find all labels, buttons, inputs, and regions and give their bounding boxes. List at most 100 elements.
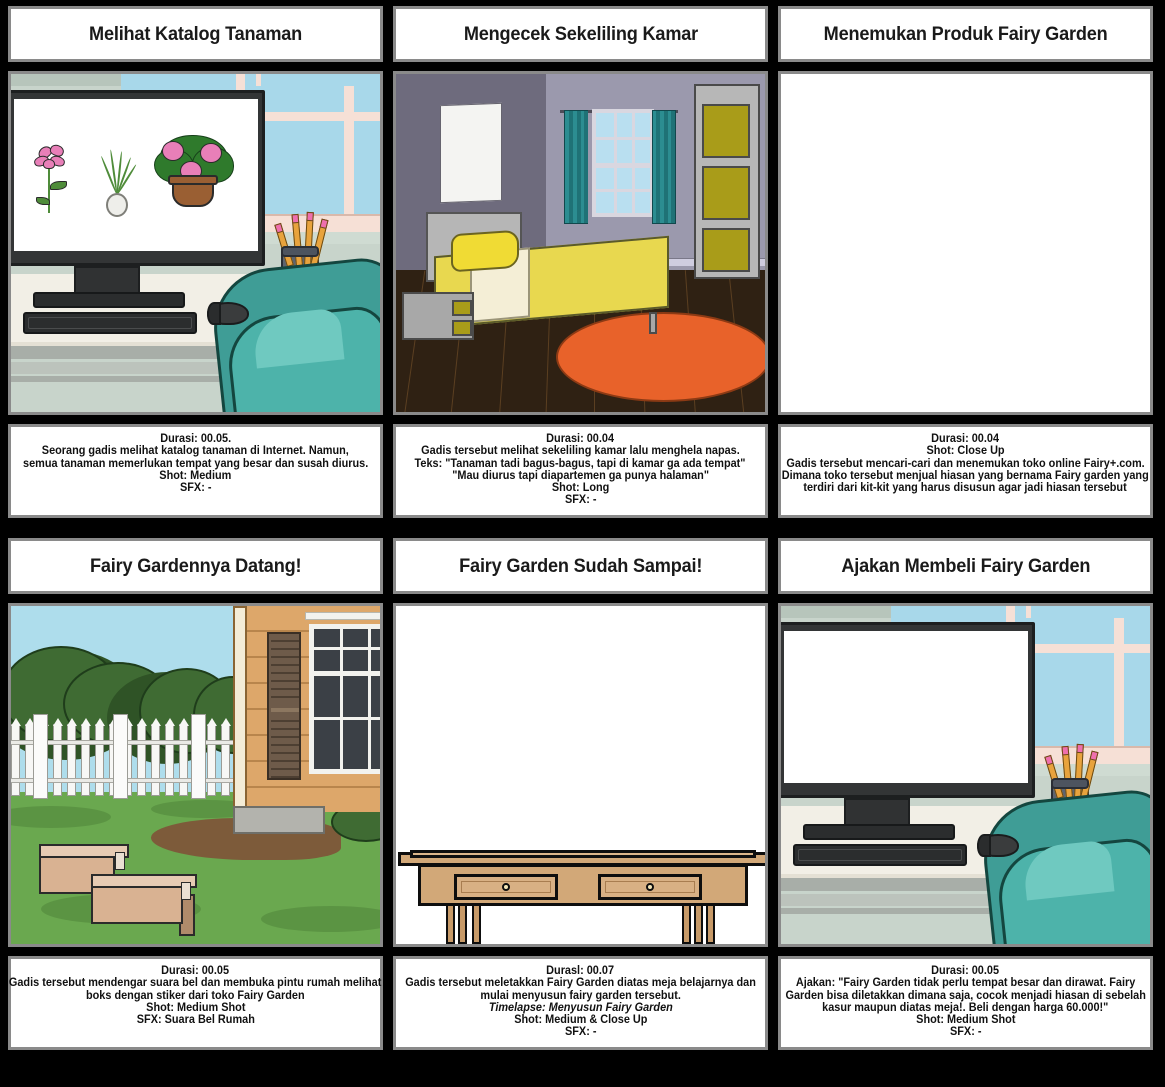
panel-title: Fairy Garden Sudah Sampai! (458, 554, 703, 577)
window-lintel (305, 612, 380, 620)
picket-fence (11, 714, 251, 799)
caption-line: Shot: Medium (159, 468, 232, 482)
caption-line: Garden bisa diletakkan dimana saja, coco… (785, 988, 1146, 1002)
window-bar-icon (632, 113, 635, 213)
storyboard-panel-6[interactable]: Ajakan Membeli Fairy Garden (778, 538, 1153, 1050)
caption-line: Shot: Medium Shot (145, 1000, 246, 1014)
plant-bulb-grass-icon (96, 135, 138, 217)
panel-caption: Durasi: 00.05 Ajakan: "Fairy Garden tida… (778, 956, 1153, 1050)
caption-line: Ajakan: "Fairy Garden tidak perlu tempat… (795, 976, 1136, 990)
pencil-cup-rim (281, 246, 319, 257)
keyboard (23, 312, 197, 334)
panel-image-frame[interactable] (778, 71, 1153, 415)
panel-title-card[interactable]: Fairy Gardennya Datang! (8, 538, 383, 594)
caption-line: Durasi: 00.04 (546, 432, 615, 445)
scene-wooden-desk (396, 606, 765, 944)
desk-leg (458, 902, 467, 944)
floor-band (781, 908, 1150, 914)
panel-title-card[interactable]: Mengecek Sekeliling Kamar (393, 6, 768, 62)
panel-title: Ajakan Membeli Fairy Garden (841, 554, 1090, 577)
monitor-base (33, 292, 185, 308)
curtain-right (652, 110, 676, 224)
window-mullion-horizontal-icon (1015, 644, 1150, 653)
desk-leg (706, 904, 715, 944)
package-box-back-top (39, 844, 129, 858)
scene-desk-blank-monitor (781, 606, 1150, 944)
storyboard-panel-4[interactable]: Fairy Gardennya Datang! (8, 538, 383, 1050)
grass-shade (11, 806, 111, 828)
caption-line: Shot: Medium Shot (915, 1013, 1016, 1027)
panel-image-frame[interactable] (8, 603, 383, 947)
plant-potted-flowers-icon (154, 131, 234, 217)
caption-line: Seorang gadis melihat katalog tanaman di… (41, 444, 350, 458)
panel-image-frame[interactable] (8, 71, 383, 415)
storyboard-panel-5[interactable]: Fairy Garden Sudah Sampai! (393, 538, 768, 1050)
panel-title-card[interactable]: Fairy Garden Sudah Sampai! (393, 538, 768, 594)
panel-image-frame[interactable] (393, 71, 768, 415)
panel-title-card[interactable]: Ajakan Membeli Fairy Garden (778, 538, 1153, 594)
window-mullion-vertical-icon (1114, 618, 1124, 754)
package-box-sticker (181, 882, 191, 900)
scene-bedroom (396, 74, 765, 412)
panel-title-card[interactable]: Menemukan Produk Fairy Garden (778, 6, 1153, 62)
caption-line: Teks: "Tanaman tadi bagus-bagus, tapi di… (415, 456, 746, 470)
storyboard-row-2: Fairy Gardennya Datang! (8, 538, 1157, 1050)
caption-line: Durasi: 00.05 (931, 964, 1000, 977)
window-mullion-horizontal-icon (245, 112, 380, 121)
window-mullion-vertical-icon (344, 86, 354, 222)
caption-line: Durasi: 00.05. (160, 432, 231, 445)
storyboard-panel-1[interactable]: Melihat Katalog Tanaman (8, 6, 383, 518)
mouse-left-button (207, 302, 221, 325)
monitor (781, 622, 1035, 798)
monitor-screen-blank (784, 631, 1028, 783)
keyboard (793, 844, 967, 866)
panel-caption: Durasi: 00.04 Gadis tersebut melihat sek… (393, 424, 768, 518)
bookshelf (694, 84, 760, 279)
panel-title: Menemukan Produk Fairy Garden (823, 22, 1108, 45)
house-window (309, 624, 380, 774)
drawer-knob-left-icon[interactable] (502, 883, 510, 891)
panel-image-frame[interactable] (393, 603, 768, 947)
caption-line: kasur maupun diatas meja!. Beli dengan h… (822, 1000, 1109, 1014)
caption-line: SFX: Suara Bel Rumah (136, 1013, 255, 1027)
window-bar-icon (314, 671, 380, 676)
caption-line: Durasi: 00.05 (161, 964, 230, 977)
caption-line-italic: Timelapse: Menyusun Fairy Garden (488, 1000, 673, 1014)
monitor-base (803, 824, 955, 840)
package-box-front (91, 882, 183, 924)
monitor-screen (14, 99, 258, 251)
panel-title-card[interactable]: Melihat Katalog Tanaman (8, 6, 383, 62)
caption-line: boks dengan stiker dari toko Fairy Garde… (86, 988, 305, 1002)
caption-line: Durasi: 00.04 (931, 432, 1000, 445)
panel-title: Fairy Gardennya Datang! (89, 554, 302, 577)
storyboard-panel-2[interactable]: Mengecek Sekeliling Kamar (393, 6, 768, 518)
mouse-left-button (977, 834, 991, 857)
panel-image-frame[interactable] (778, 603, 1153, 947)
nightstand (402, 292, 474, 340)
grass-shade (261, 906, 380, 932)
caption-line: SFX: - (564, 493, 597, 507)
caption-line: Gadis tersebut mencari-cari dan menemuka… (786, 456, 1145, 470)
window-bar-icon (314, 717, 380, 720)
window-shutter (267, 632, 301, 780)
panel-caption: Durasi: 00.04 Shot: Close Up Gadis terse… (778, 424, 1153, 518)
window-bar-icon (614, 113, 617, 213)
window-bar-icon (368, 629, 371, 769)
caption-line: "Mau diurus tapi diapartemen ga punya ha… (452, 468, 709, 482)
window-bar-icon (596, 189, 650, 192)
desk-leg (446, 902, 455, 944)
caption-line: SFX: - (564, 1025, 597, 1039)
plant-lily-icon (28, 139, 74, 215)
panel-title: Mengecek Sekeliling Kamar (463, 22, 698, 45)
pencil-cup-rim (1051, 778, 1089, 789)
desk-leg (694, 902, 703, 944)
caption-line: Shot: Long (551, 481, 610, 495)
bed-leg (649, 312, 657, 334)
drawer-knob-right-icon[interactable] (646, 883, 654, 891)
window-mullion-vertical-icon (1026, 606, 1031, 618)
storyboard-panel-3[interactable]: Menemukan Produk Fairy Garden Durasi: 00… (778, 6, 1153, 518)
siding-line (247, 786, 380, 788)
wall-poster (440, 102, 502, 204)
caption-line: SFX: - (949, 1025, 982, 1039)
